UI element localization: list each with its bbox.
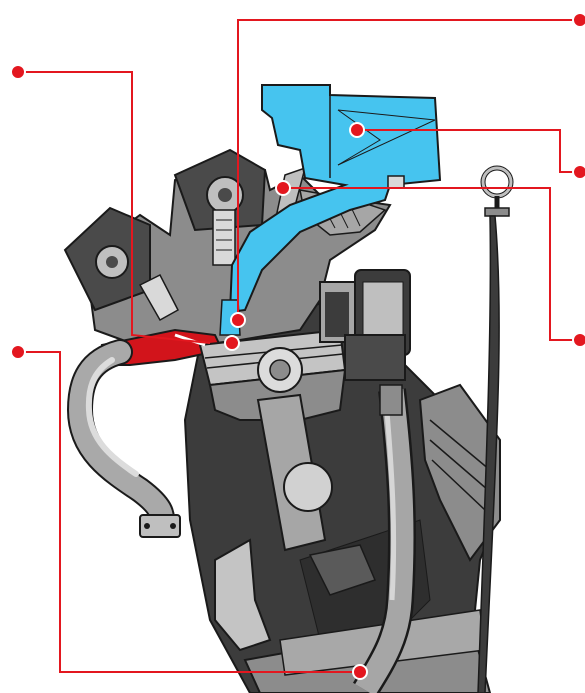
callout-dot-fuel-injector-end — [275, 180, 291, 196]
callout-line-fuel-injector — [283, 187, 585, 341]
callout-dot-oil-sump-start — [10, 344, 26, 360]
exhaust-pipe — [66, 339, 181, 538]
dipstick — [477, 165, 514, 693]
callout-dot-air-intake-end — [349, 122, 365, 138]
callout-dot-oil-sump-end — [352, 664, 368, 680]
callout-dot-spark-plug-end — [230, 312, 246, 328]
oil-filter — [319, 269, 411, 381]
oil-pickup-tube — [352, 384, 416, 693]
callout-line-exhaust-port — [18, 71, 211, 344]
callout-line-spark-plug — [237, 19, 585, 320]
callout-dots — [10, 12, 585, 680]
callout-dot-exhaust-port-end — [224, 335, 240, 351]
callout-dot-exhaust-port-start — [10, 64, 26, 80]
callout-line-oil-sump — [18, 351, 360, 673]
callout-dot-spark-plug-start — [572, 12, 585, 28]
callout-dot-air-intake-start — [572, 164, 585, 180]
callout-dot-fuel-injector-start — [572, 332, 585, 348]
